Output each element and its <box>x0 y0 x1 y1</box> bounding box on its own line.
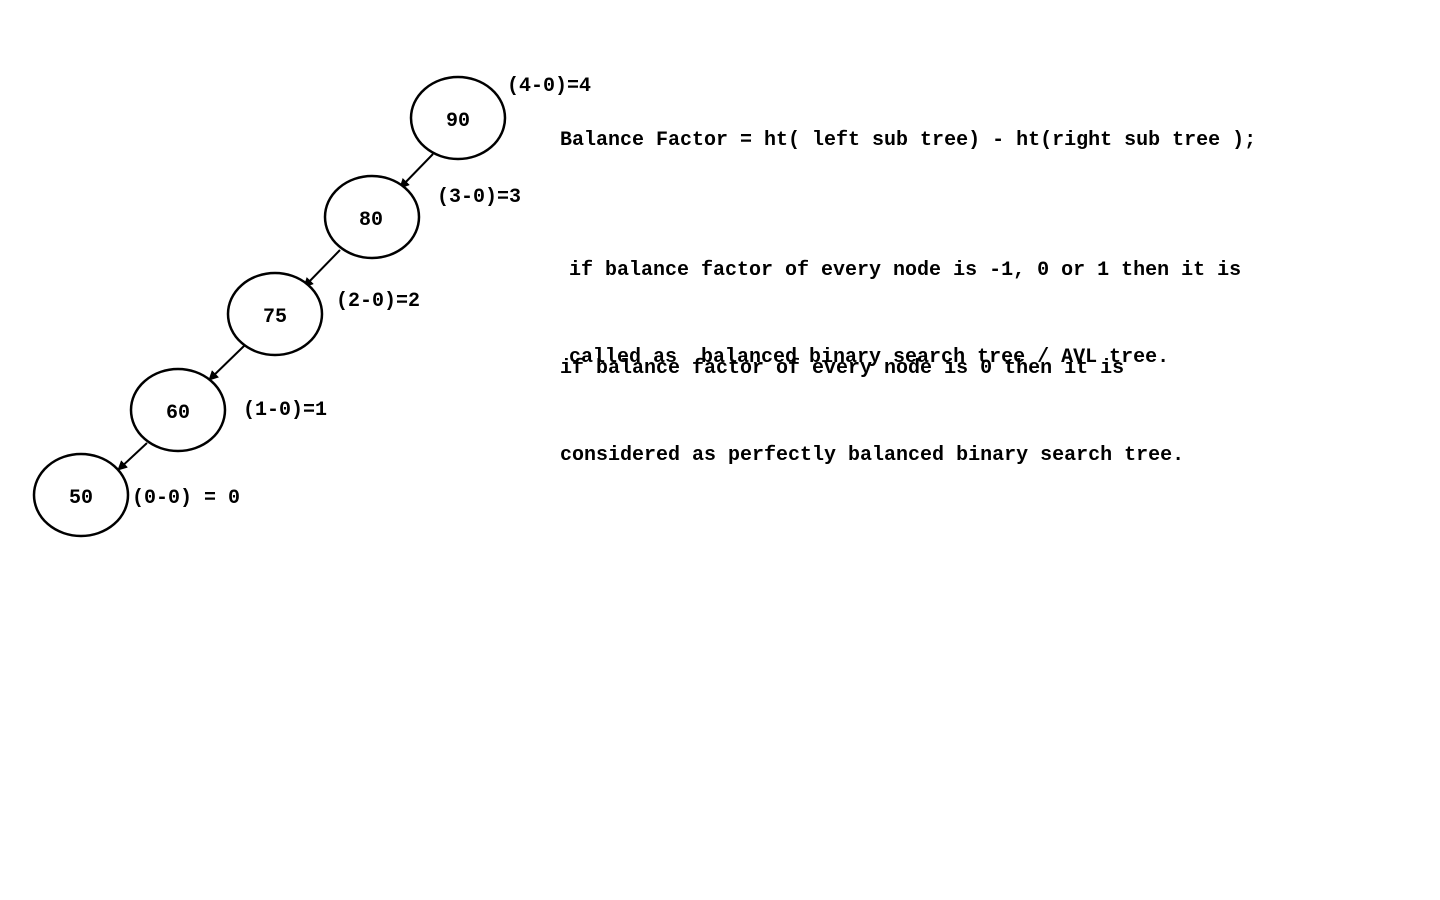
edge-90-80 <box>399 153 434 189</box>
avl-definition-line: if balance factor of every node is -1, 0… <box>569 259 1242 282</box>
edge-80-75 <box>303 249 341 288</box>
perfectly-balanced-definition: if balance factor of every node is 0 the… <box>560 296 1184 499</box>
avl-definition: if balance factor of every node is -1, 0… <box>569 198 1241 401</box>
node-circle <box>409 75 507 161</box>
perfectly-balanced-line: considered as perfectly balanced binary … <box>560 444 1185 467</box>
edge-75-60 <box>208 345 245 381</box>
balance-factor-label: (4-0)=4 <box>507 75 591 98</box>
node-value: 75 <box>263 306 287 329</box>
perfectly-balanced-line: if balance factor of every node is 0 the… <box>560 357 1125 380</box>
tree-node: 90 <box>409 75 507 161</box>
tree-node: 60 <box>129 367 227 453</box>
node-value: 80 <box>359 209 383 232</box>
tree-node: 50 <box>32 452 130 538</box>
node-value: 50 <box>69 487 93 510</box>
node-circle <box>226 271 324 357</box>
edge-60-50 <box>117 442 148 471</box>
balance-factor-label: (2-0)=2 <box>336 290 420 313</box>
tree-node: 75 <box>226 271 324 357</box>
tree-node: 80 <box>323 174 421 260</box>
node-value: 60 <box>166 402 190 425</box>
balance-factor-label: (1-0)=1 <box>243 399 327 422</box>
node-circle <box>32 452 130 538</box>
balance-factor-formula: Balance Factor = ht( left sub tree) - ht… <box>560 129 1257 152</box>
node-circle <box>129 367 227 453</box>
node-circle <box>323 174 421 260</box>
avl-definition-line: called as balanced binary search tree / … <box>569 346 1170 369</box>
balance-factor-label: (3-0)=3 <box>437 186 521 209</box>
balance-factor-label: (0-0) = 0 <box>132 487 240 510</box>
node-value: 90 <box>446 110 470 133</box>
